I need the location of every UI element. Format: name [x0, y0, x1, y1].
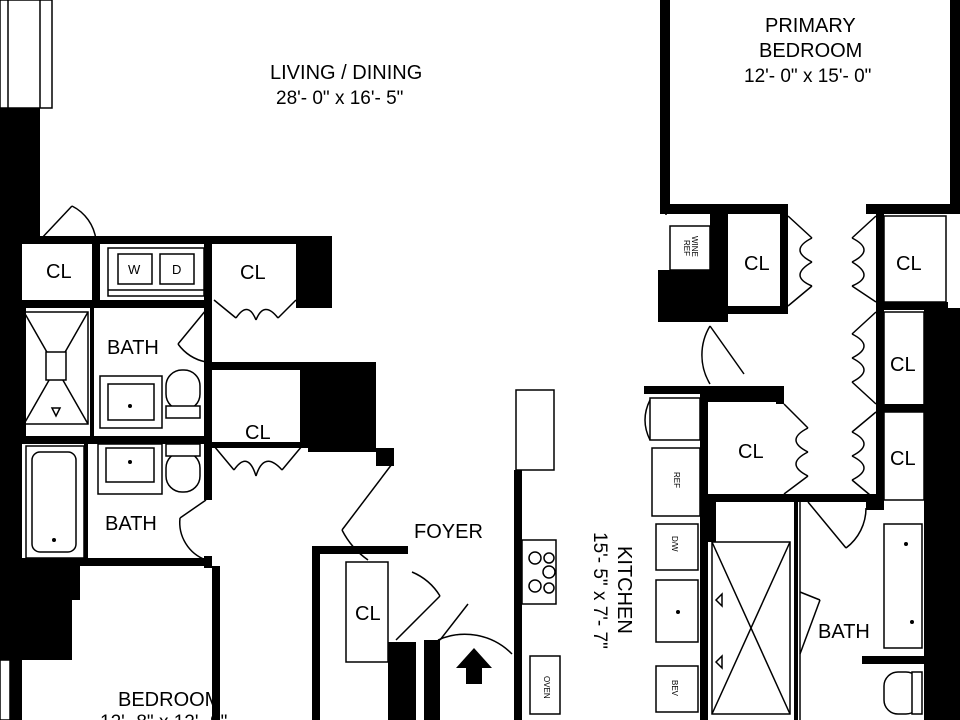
closet-label: CL	[890, 354, 916, 376]
living-dining-dims: 28'- 0" x 16'- 5"	[276, 88, 403, 109]
dishwasher-label: D/W	[670, 536, 679, 552]
closet-label: CL	[355, 603, 381, 625]
closet-label: CL	[738, 441, 764, 463]
foyer-closet	[312, 546, 441, 720]
kitchen-dims: 15'- 5" x 7'- 7"	[589, 532, 610, 649]
lower-bath-door	[179, 499, 207, 561]
washer-dryer	[107, 247, 205, 297]
closet-double-door-2	[213, 445, 303, 477]
window-left-bottom	[0, 659, 11, 720]
lower-bath-tub	[25, 445, 85, 559]
kitchen-appliance-wall	[644, 386, 784, 720]
lower-bath-sink	[97, 443, 163, 495]
lower-bath-label: BATH	[105, 513, 157, 535]
primary-bath-label: BATH	[818, 621, 870, 643]
oven-label: OVEN	[542, 676, 551, 699]
beverage-label: BEV	[670, 680, 679, 697]
primary-bedroom-label-2: BEDROOM	[759, 40, 862, 62]
primary-bedroom-dims: 12'- 0" x 15'- 0"	[744, 66, 871, 87]
closet-label: CL	[245, 422, 271, 444]
closet-label: CL	[744, 253, 770, 275]
foyer-label: FOYER	[414, 521, 483, 543]
window-left-top	[0, 0, 53, 109]
bedroom-wall	[10, 566, 220, 720]
upper-bath-toilet	[165, 369, 201, 419]
closet-label: CL	[890, 448, 916, 470]
bedroom-dims: 12'- 8" x 12'- 9"	[100, 712, 227, 720]
closet-double-door-5	[708, 394, 880, 502]
kitchen-label: KITCHEN	[613, 546, 635, 634]
closet-double-door-3	[728, 214, 813, 314]
dryer-label: D	[172, 262, 181, 277]
washer-label: W	[128, 262, 141, 277]
closet-stack-right	[851, 306, 960, 720]
upper-bath-shower	[23, 311, 89, 425]
foyer-door-swing	[341, 448, 394, 561]
entry-arrow-icon	[456, 648, 492, 684]
living-dining-label: LIVING / DINING	[270, 62, 422, 84]
upper-bath-sink	[99, 375, 163, 429]
wine-ref-label-2: REF	[682, 240, 691, 256]
closet-double-door-4	[851, 214, 948, 310]
closet-label: CL	[46, 261, 72, 283]
closet-label: CL	[896, 253, 922, 275]
upper-bath-door	[177, 309, 207, 363]
closet-double-door-1	[212, 244, 297, 321]
bedroom-label: BEDROOM	[118, 689, 221, 711]
upper-bath-label: BATH	[107, 337, 159, 359]
refrigerator-label: REF	[672, 472, 681, 488]
front-door-swing	[424, 603, 513, 720]
closet-label: CL	[240, 262, 266, 284]
living-window-wall	[0, 236, 22, 244]
wine-ref-label-1: WINE	[690, 236, 699, 257]
exterior-wall-left	[0, 108, 80, 660]
primary-bedroom-label-1: PRIMARY	[765, 15, 856, 37]
lower-bath-toilet	[165, 443, 201, 493]
closet-wd-wall	[22, 236, 332, 308]
wine-ref	[658, 214, 728, 322]
kitchen-label-rot: KITCHEN 15'- 5" x 7'- 7"	[589, 532, 635, 649]
primary-bath	[708, 501, 960, 720]
primary-hall-door	[701, 325, 745, 385]
closet-door-swing-1	[39, 205, 97, 241]
primary-bedroom-walls	[660, 0, 960, 215]
kitchen-counter-island	[514, 389, 561, 720]
